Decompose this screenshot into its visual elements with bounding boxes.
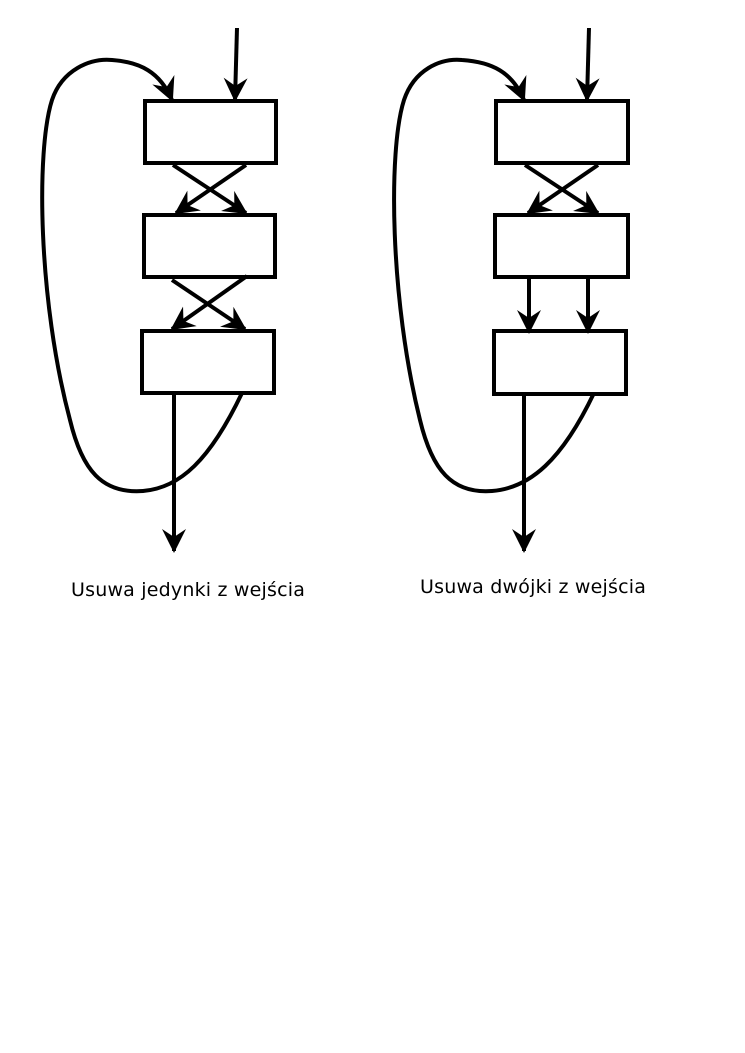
cross-arrow-2 (174, 163, 248, 215)
process-box-middle (493, 213, 630, 279)
process-box-top (143, 99, 278, 165)
process-box-top (494, 99, 630, 165)
cross-arrow-4 (170, 274, 249, 331)
process-box-bottom (492, 329, 628, 396)
diagram-remove-ones (40, 27, 278, 553)
cross-arrow-2 (526, 163, 600, 215)
input-arrow (223, 27, 248, 102)
caption-remove-ones: Usuwa jedynki z wejścia (71, 579, 306, 601)
feedback-loop-arrow (40, 57, 244, 494)
input-arrow (575, 27, 600, 102)
caption-remove-twos: Usuwa dwójki z wejścia (420, 576, 647, 598)
process-box-bottom (140, 329, 276, 395)
diagram-remove-twos (392, 27, 630, 553)
process-box-middle (142, 213, 277, 279)
feedback-loop-arrow (392, 57, 596, 494)
